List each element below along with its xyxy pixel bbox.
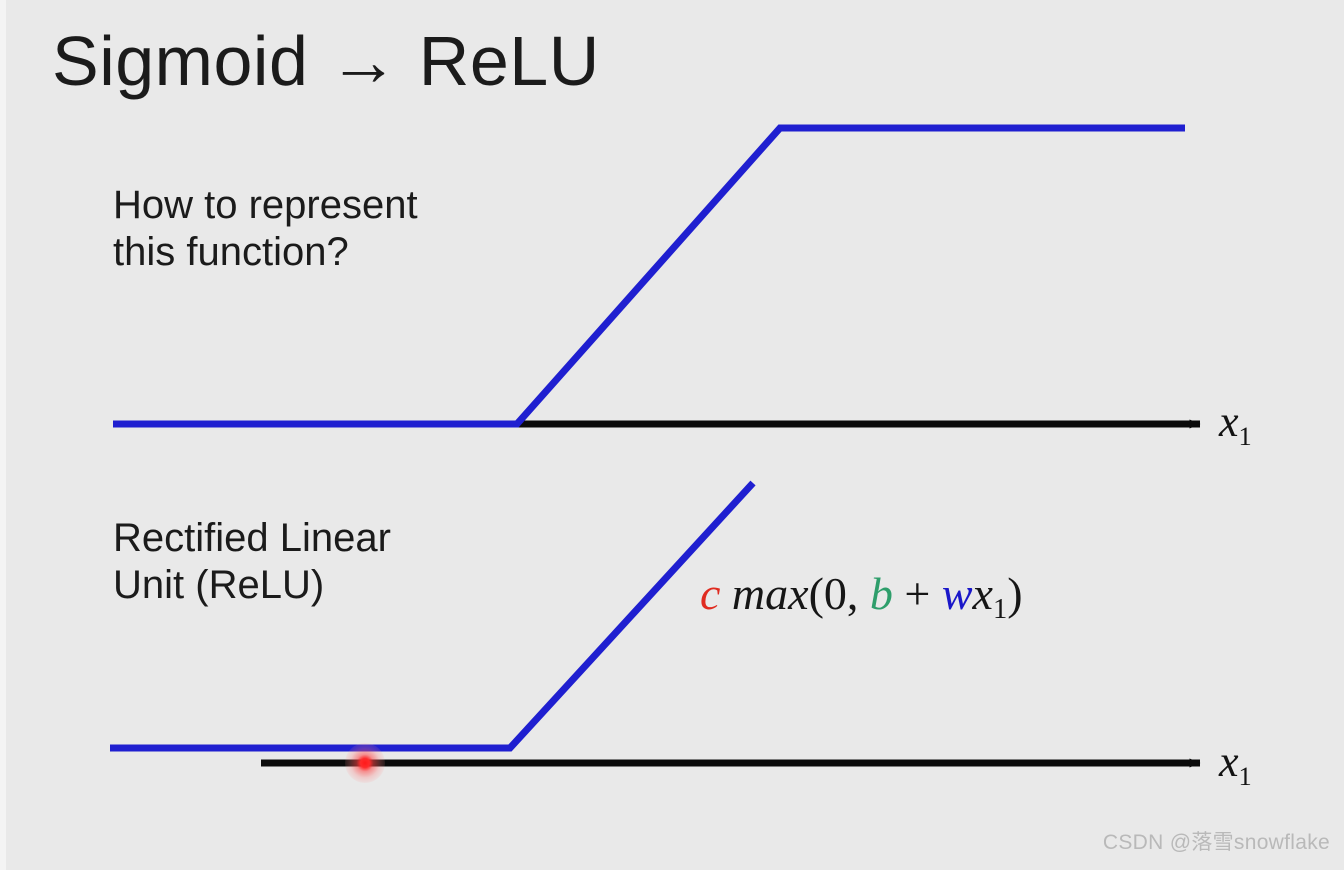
formula-open-paren: ( [808,568,824,619]
formula-zero: 0 [823,568,847,619]
axis-label-subscript: 1 [1238,760,1252,791]
formula-bias: b [869,568,893,619]
frame-edge-strip [0,0,6,870]
axis-label-base: x [1219,737,1239,786]
axis-label-base: x [1219,397,1239,446]
axis-label-x1-bottom: x1 [1219,737,1252,791]
axis-label-subscript: 1 [1238,420,1252,451]
formula-input: x [972,568,993,619]
formula-coefficient: c [700,568,721,619]
formula-close-paren: ) [1007,568,1023,619]
watermark: CSDN @落雪snowflake [1102,831,1330,854]
formula-comma: , [846,568,859,619]
caption-how-to-represent: How to represent this function? [113,183,418,275]
page-title: Sigmoid → ReLU [52,22,600,100]
formula-max: max [731,568,809,619]
relu-formula: c max(0, b + wx1) [700,571,1023,625]
laser-pointer-dot [345,743,385,783]
formula-input-subscript: 1 [992,594,1008,626]
formula-plus: + [904,568,931,619]
formula-weight: w [941,568,973,619]
caption-rectified-linear-unit: Rectified Linear Unit (ReLU) [113,516,391,608]
axis-label-x1-top: x1 [1219,397,1252,451]
